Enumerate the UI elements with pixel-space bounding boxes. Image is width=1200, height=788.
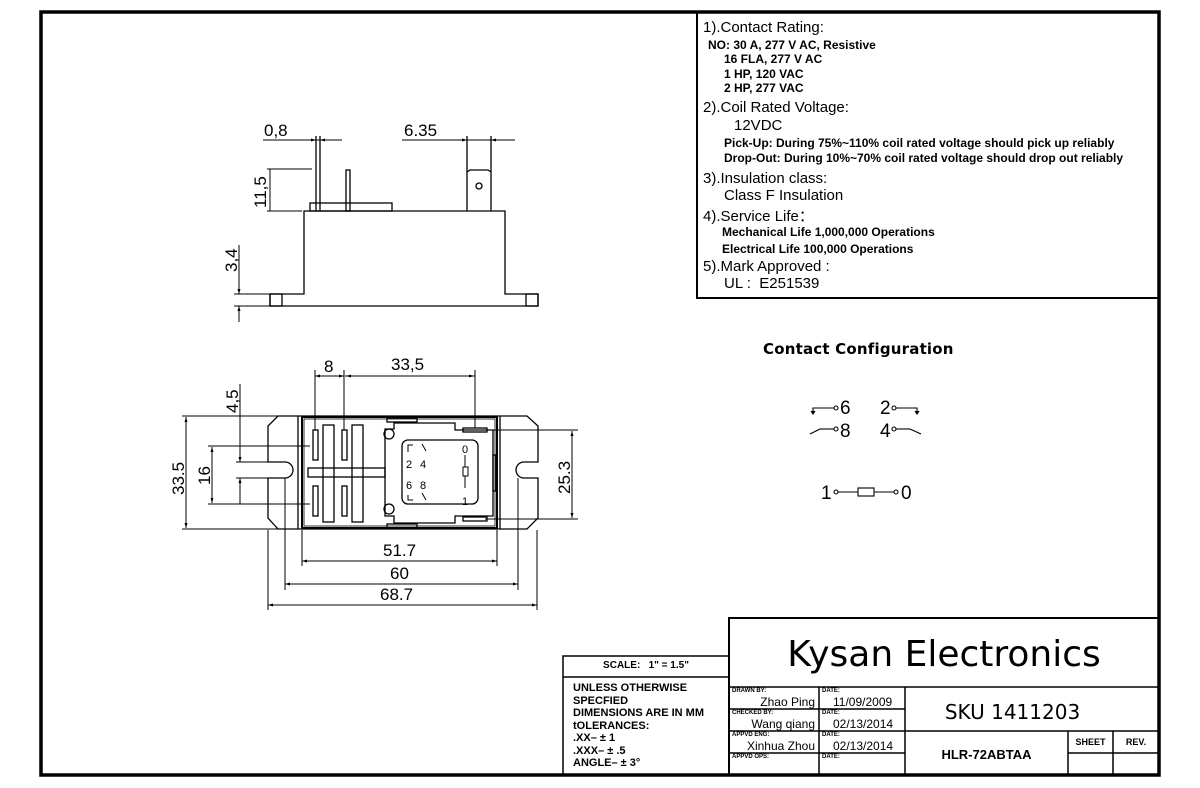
approval-row-checked: CHECKED BY: Wang qiang DATE: 02/13/2014	[729, 709, 905, 731]
pin-label-2: 2	[406, 459, 412, 471]
dim-body-width: 33.5	[169, 462, 188, 495]
rev-label: REV.	[1125, 737, 1147, 747]
tolerance-line: tOLERANCES:	[573, 719, 650, 732]
dim-terminal-width: 6.35	[404, 121, 437, 140]
coil-symbol	[857, 487, 875, 497]
pin-thin	[345, 169, 351, 212]
tolerance-notes: UNLESS OTHERWISE SPECFIED DIMENSIONS ARE…	[573, 682, 704, 770]
sheet-label: SHEET	[1075, 737, 1106, 747]
dim-pin-spacing: 8	[324, 357, 333, 376]
electrical-life: Electrical Life 100,000 Operations	[722, 242, 914, 256]
specifications-panel: 1).Contact Rating: NO: 30 A, 277 V AC, R…	[696, 13, 1160, 299]
title-block-grid	[562, 617, 1160, 776]
scale-label: SCALE: 1" = 1.5"	[603, 660, 689, 671]
dim-body-length: 51.7	[383, 541, 416, 560]
config-pin-4: 4	[880, 421, 891, 442]
approval-date-label: DATE:	[822, 732, 840, 738]
coil-voltage-value: 12VDC	[734, 117, 783, 134]
pickup-text: Pick-Up: During 75%~110% coil rated volt…	[724, 136, 1115, 150]
mount-foot-right	[525, 293, 539, 307]
dim-pin-thickness: 0,8	[264, 121, 288, 140]
config-pin-8: 8	[840, 421, 851, 442]
approval-row-engineering: APPVD ENG: Xinhua Zhou DATE: 02/13/2014	[729, 731, 905, 753]
dim-terminal-spacing: 25.3	[555, 461, 574, 494]
pin-label-6: 6	[406, 480, 412, 492]
contact-configuration-diagram	[809, 405, 922, 497]
dim-pin-height: 11,5	[251, 176, 270, 208]
contact-rating-heading: 1).Contact Rating:	[703, 19, 824, 36]
insulation-value: Class F Insulation	[724, 187, 844, 204]
dim-hole-spacing: 60	[390, 564, 409, 583]
tolerance-line: ANGLE– ± 3°	[573, 757, 641, 769]
approval-role: CHECKED BY:	[732, 710, 774, 716]
contact-rating-line: NO: 30 A, 277 V AC, Resistive	[708, 38, 876, 52]
pin-slot	[341, 429, 348, 461]
dim-slot-offset: 4,5	[223, 389, 242, 413]
approval-date: 02/13/2014	[833, 739, 894, 753]
contact-configuration-title: Contact Configuration	[763, 340, 954, 358]
top-view	[182, 370, 578, 610]
approval-row-drawn: DRAWN BY: Zhao Ping DATE: 11/09/2009	[729, 687, 905, 709]
tolerance-line: .XXX– ± .5	[573, 744, 626, 757]
pin-label-4: 4	[420, 459, 426, 471]
config-pin-0: 0	[901, 483, 912, 504]
pin-slot	[312, 429, 319, 461]
config-pin-2: 2	[880, 398, 891, 419]
approval-date-label: DATE:	[822, 688, 840, 694]
schematic-label-box	[401, 439, 479, 505]
approval-role: DRAWN BY:	[732, 688, 767, 694]
company-name: Kysan Electronics	[787, 634, 1101, 675]
pin-label-1: 1	[462, 496, 468, 508]
approval-row-operations: APPVD OPS: DATE:	[729, 753, 905, 775]
tolerance-line: .XX– ± 1	[573, 732, 616, 744]
approval-date: 02/13/2014	[833, 717, 894, 731]
dim-foot-thickness: 3,4	[222, 248, 241, 272]
contact-rating-line: 16 FLA, 277 V AC	[724, 52, 823, 66]
mount-foot-left	[269, 293, 283, 307]
coil-voltage-heading: 2).Coil Rated Voltage:	[703, 99, 849, 116]
terminal-tab	[462, 516, 488, 522]
approval-date-label: DATE:	[822, 754, 840, 760]
relay-body-side	[269, 210, 539, 307]
dropout-text: Drop-Out: During 10%~70% coil rated volt…	[724, 151, 1124, 165]
quick-connect-terminal	[466, 169, 492, 211]
approval-date-label: DATE:	[822, 710, 840, 716]
tolerance-line: SPECFIED	[573, 694, 629, 707]
approval-role: APPVD OPS:	[732, 754, 770, 760]
part-number: HLR-72ABTAA	[941, 747, 1032, 762]
contact-rating-line: 1 HP, 120 VAC	[724, 67, 804, 81]
approval-role: APPVD ENG:	[732, 732, 770, 738]
pin-slot	[341, 485, 348, 517]
header-plate	[309, 202, 393, 212]
pin-label-8: 8	[420, 480, 426, 492]
service-life-heading: 4).Service Life：	[703, 208, 814, 225]
sku-number: SKU 1411203	[944, 700, 1081, 724]
dim-overall-length: 68.7	[380, 585, 413, 604]
pin-label-0: 0	[462, 444, 468, 456]
approval-name: Xinhua Zhou	[746, 739, 815, 753]
tolerance-line: DIMENSIONS ARE IN MM	[573, 707, 704, 719]
config-pin-1: 1	[821, 483, 832, 504]
tolerance-line: UNLESS OTHERWISE	[573, 682, 688, 694]
mechanical-life: Mechanical Life 1,000,000 Operations	[722, 225, 935, 239]
mounting-flange	[267, 415, 539, 530]
contact-rating-line: 2 HP, 277 VAC	[724, 81, 804, 95]
mark-approved-heading: 5).Mark Approved :	[703, 258, 830, 275]
side-view	[234, 136, 539, 322]
pin-slot	[312, 485, 319, 517]
dim-pin-row-spacing: 16	[195, 466, 214, 485]
insulation-heading: 3).Insulation class:	[703, 170, 828, 187]
approval-date: 11/09/2009	[833, 695, 893, 709]
approval-name: Wang qiang	[751, 717, 815, 731]
approval-name: Zhao Ping	[760, 695, 815, 709]
config-pin-6: 6	[840, 398, 851, 419]
dim-pin-to-terminal: 33,5	[391, 355, 424, 374]
ul-approval: UL : E251539	[724, 275, 820, 292]
